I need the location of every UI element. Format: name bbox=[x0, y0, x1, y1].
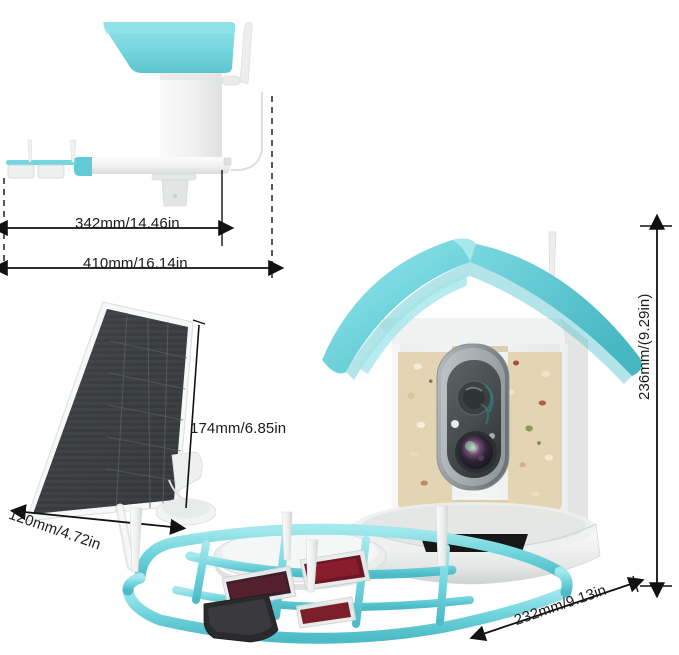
berry-trays bbox=[203, 549, 371, 643]
dimension-line-410 bbox=[0, 96, 285, 282]
dimension-label-410: 410mm/16.14in bbox=[83, 255, 188, 272]
dimension-line-232 bbox=[469, 575, 645, 642]
dimension-line-236 bbox=[640, 213, 672, 599]
dimension-line-120 bbox=[9, 504, 187, 535]
dimension-line-174 bbox=[185, 319, 206, 509]
dimension-label-342: 342mm/14.46in bbox=[75, 215, 180, 232]
camera-module bbox=[436, 343, 510, 491]
dimension-line-342 bbox=[0, 170, 235, 268]
dimension-label-174: 174mm/6.85in bbox=[190, 420, 287, 437]
perch-cones bbox=[129, 505, 449, 593]
dimension-label-236: 236mm/(9.29in) bbox=[636, 293, 653, 400]
